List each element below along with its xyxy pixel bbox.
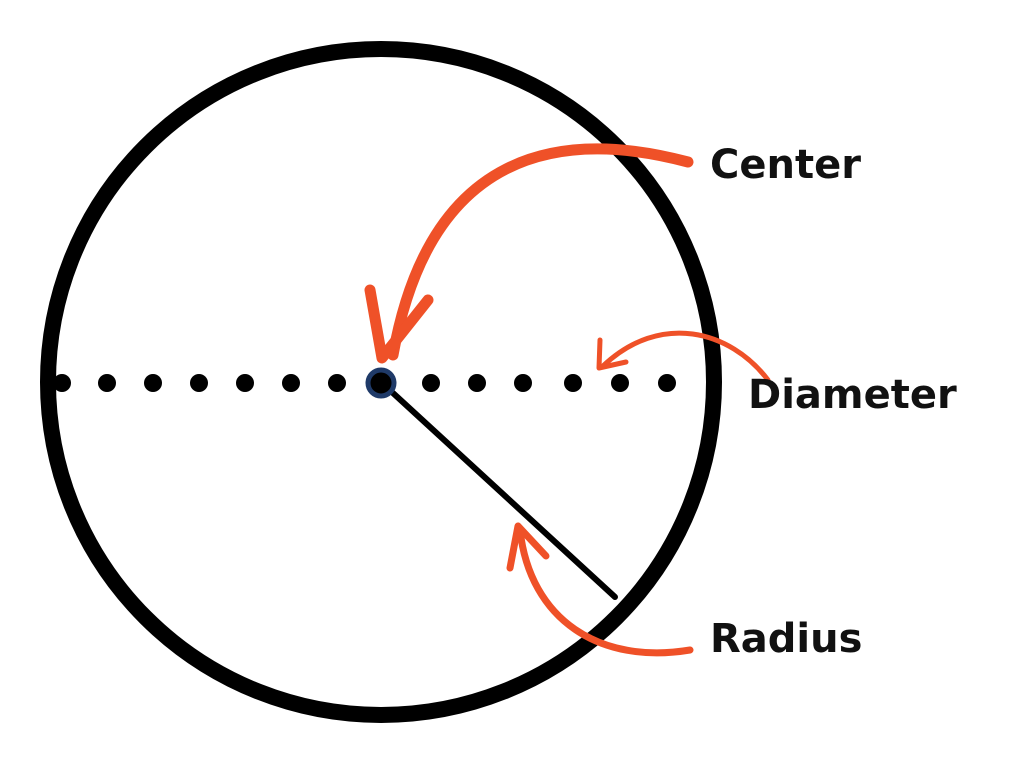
diameter-dot: [53, 374, 71, 392]
diameter-dot: [98, 374, 116, 392]
diameter-dot: [514, 374, 532, 392]
center-label: Center: [710, 142, 861, 188]
radius-arrow: [506, 522, 694, 657]
diameter-dot: [564, 374, 582, 392]
diameter-dot: [328, 374, 346, 392]
diameter-dot: [144, 374, 162, 392]
diameter-dot: [422, 374, 440, 392]
center-arrow: [364, 143, 694, 364]
diameter-dot: [468, 374, 486, 392]
diameter-arrow: [596, 330, 771, 383]
diameter-dot: [236, 374, 254, 392]
diameter-label: Diameter: [748, 372, 957, 418]
radius-line: [378, 379, 618, 600]
diameter-dot: [611, 374, 629, 392]
diameter-dot: [658, 374, 676, 392]
diameter-line: [53, 374, 676, 392]
diameter-dot: [190, 374, 208, 392]
diameter-dot: [282, 374, 300, 392]
center-point: [365, 367, 397, 399]
radius-label: Radius: [710, 616, 862, 662]
circle-outline: [40, 41, 722, 723]
